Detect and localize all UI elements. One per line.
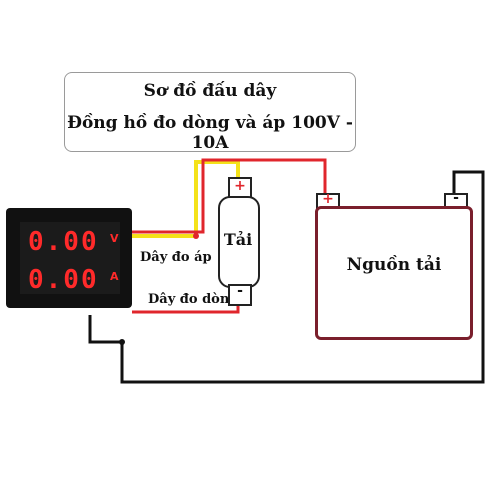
load-negative-sign: -: [237, 283, 243, 299]
diagram-title: Sơ đồ đấu dây: [143, 81, 277, 101]
junction-dot-ground: [119, 339, 125, 345]
red-positive-wire: [132, 158, 327, 234]
diagram-subtitle: Đồng hồ đo dòng và áp 100V - 10A: [67, 113, 353, 153]
volt-amp-meter: 0.00 V 0.00 A: [6, 208, 132, 308]
load-label: Tải: [223, 230, 253, 249]
title-box: Sơ đồ đấu dây Đồng hồ đo dòng và áp 100V…: [64, 72, 356, 153]
voltage-wire-label: Dây đo áp: [140, 250, 212, 265]
voltage-unit: V: [110, 232, 119, 245]
current-unit: A: [110, 270, 119, 283]
yellow-voltage-wire: [132, 160, 240, 238]
load-negative-terminal: [228, 284, 252, 306]
voltage-display: 0.00: [28, 227, 99, 257]
current-display: 0.00: [28, 265, 99, 295]
source-negative-sign: -: [453, 190, 459, 206]
load-positive-sign: +: [234, 178, 246, 194]
source-positive-sign: +: [322, 191, 334, 207]
meter-screen: [20, 222, 120, 294]
power-source-block: [315, 206, 473, 340]
current-wire-label: Dây đo dòng: [148, 292, 239, 307]
source-label: Nguồn tải: [346, 255, 442, 275]
junction-dot-voltage: [193, 233, 199, 239]
